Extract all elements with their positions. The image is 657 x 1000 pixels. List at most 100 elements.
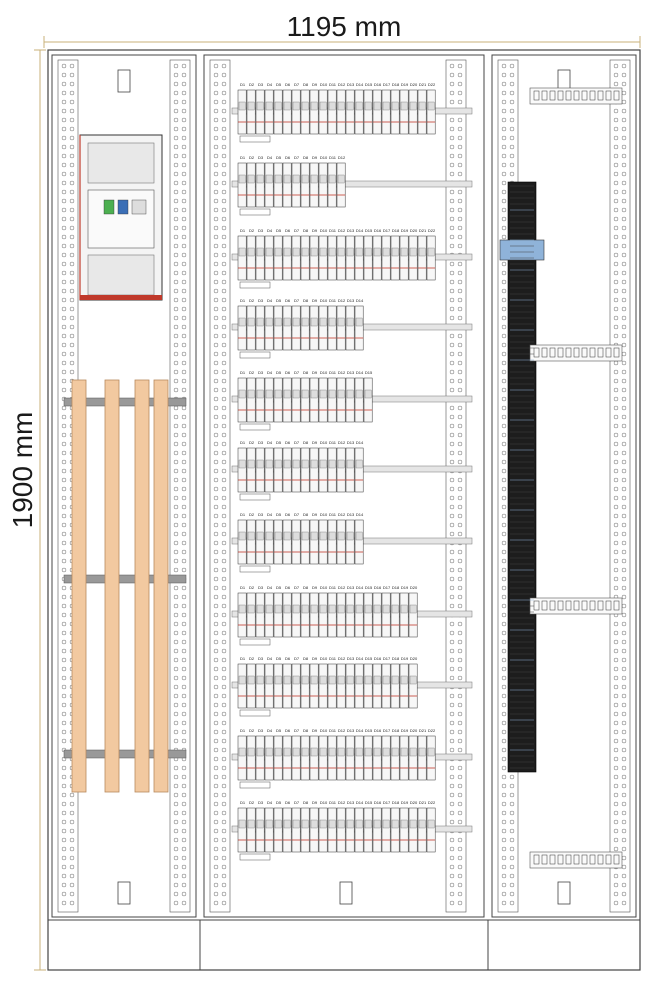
circuit-breaker-module: D19 [399,656,409,709]
circuit-breaker-module: D18 [390,656,400,709]
circuit-breaker-module: D5 [273,298,283,351]
module-label: D21 [419,228,427,233]
module-label: D10 [320,512,328,517]
module-label: D6 [285,585,291,590]
module-label: D5 [276,656,282,661]
module-label: D14 [356,228,364,233]
module-label: D12 [338,800,346,805]
circuit-breaker-module: D5 [273,82,283,135]
circuit-breaker-module: D8 [300,82,310,135]
module-label: D14 [356,370,364,375]
busbar [71,379,87,793]
circuit-breaker-module: D1 [237,370,247,423]
circuit-breaker-module: D14 [354,585,364,638]
circuit-breaker-module: D13 [345,585,355,638]
plinth [47,919,641,971]
circuit-breaker-module: D8 [300,440,310,493]
circuit-breaker-module: D4 [264,370,274,423]
circuit-breaker-module: D13 [345,512,355,565]
circuit-breaker-module: D10 [318,800,328,853]
module-label: D17 [383,585,391,590]
circuit-breaker-module: D15 [363,728,373,781]
module-label: D5 [276,585,282,590]
module-label: D6 [285,728,291,733]
module-label: D13 [347,228,355,233]
circuit-breaker-module: D7 [291,370,301,423]
circuit-breaker-module: D4 [264,155,274,208]
circuit-breaker-module: D18 [390,585,400,638]
circuit-breaker-module: D12 [336,585,346,638]
module-label: D16 [374,728,382,733]
circuit-breaker-module: D17 [381,728,391,781]
column-frames [51,54,637,918]
module-label: D3 [258,440,264,445]
circuit-breaker-module: D5 [273,656,283,709]
circuit-breaker-module: D11 [327,370,337,423]
module-label: D2 [249,656,255,661]
circuit-breaker-module: D3 [255,370,265,423]
circuit-breaker-module: D20 [408,82,418,135]
dimension-lines: 1195 mm 1900 mm [7,11,641,971]
circuit-breaker-module: D3 [255,585,265,638]
height-dimension-label: 1900 mm [7,412,38,529]
module-label: D8 [303,228,309,233]
circuit-breaker-module: D22 [426,800,436,853]
circuit-breaker-module: D14 [354,728,364,781]
module-label: D21 [419,728,427,733]
circuit-breaker-module: D8 [300,656,310,709]
module-label: D6 [285,228,291,233]
module-label: D12 [338,585,346,590]
circuit-breaker-module: D11 [327,512,337,565]
module-label: D8 [303,370,309,375]
circuit-breaker-module: D5 [273,440,283,493]
incomer-column-frame [51,54,197,918]
module-label: D9 [312,298,318,303]
module-label: D5 [276,298,282,303]
module-label: D1 [240,155,246,160]
circuit-breaker-module: D2 [246,585,256,638]
module-label: D2 [249,228,255,233]
circuit-breaker-module: D3 [255,512,265,565]
module-label: D6 [285,512,291,517]
circuit-breaker-module: D1 [237,440,247,493]
module-label: D16 [374,228,382,233]
module-label: D16 [374,800,382,805]
circuit-breaker-module: D6 [282,728,292,781]
circuit-breaker-module: D7 [291,512,301,565]
module-label: D1 [240,82,246,87]
circuit-breaker-module: D1 [237,800,247,853]
module-label: D13 [347,728,355,733]
module-label: D17 [383,82,391,87]
module-label: D16 [374,82,382,87]
module-label: D19 [401,656,409,661]
circuit-breaker-module: D6 [282,512,292,565]
circuit-breaker-module: D12 [336,656,346,709]
module-label: D3 [258,298,264,303]
circuit-breaker-module: D18 [390,82,400,135]
module-label: D14 [356,512,364,517]
circuit-breaker-module: D12 [336,440,346,493]
terminal-rail [529,851,623,869]
circuit-breaker-module: D12 [336,512,346,565]
module-label: D7 [294,585,300,590]
circuit-breaker-module: D12 [336,155,346,208]
module-label: D22 [428,800,436,805]
module-label: D22 [428,728,436,733]
module-label: D8 [303,728,309,733]
module-label: D17 [383,228,391,233]
module-label: D1 [240,298,246,303]
module-label: D1 [240,656,246,661]
module-label: D4 [267,728,273,733]
module-label: D2 [249,82,255,87]
circuit-breaker-module: D7 [291,440,301,493]
module-label: D4 [267,298,273,303]
module-label: D4 [267,512,273,517]
module-label: D7 [294,728,300,733]
circuit-breaker-module: D1 [237,82,247,135]
module-label: D18 [392,585,400,590]
